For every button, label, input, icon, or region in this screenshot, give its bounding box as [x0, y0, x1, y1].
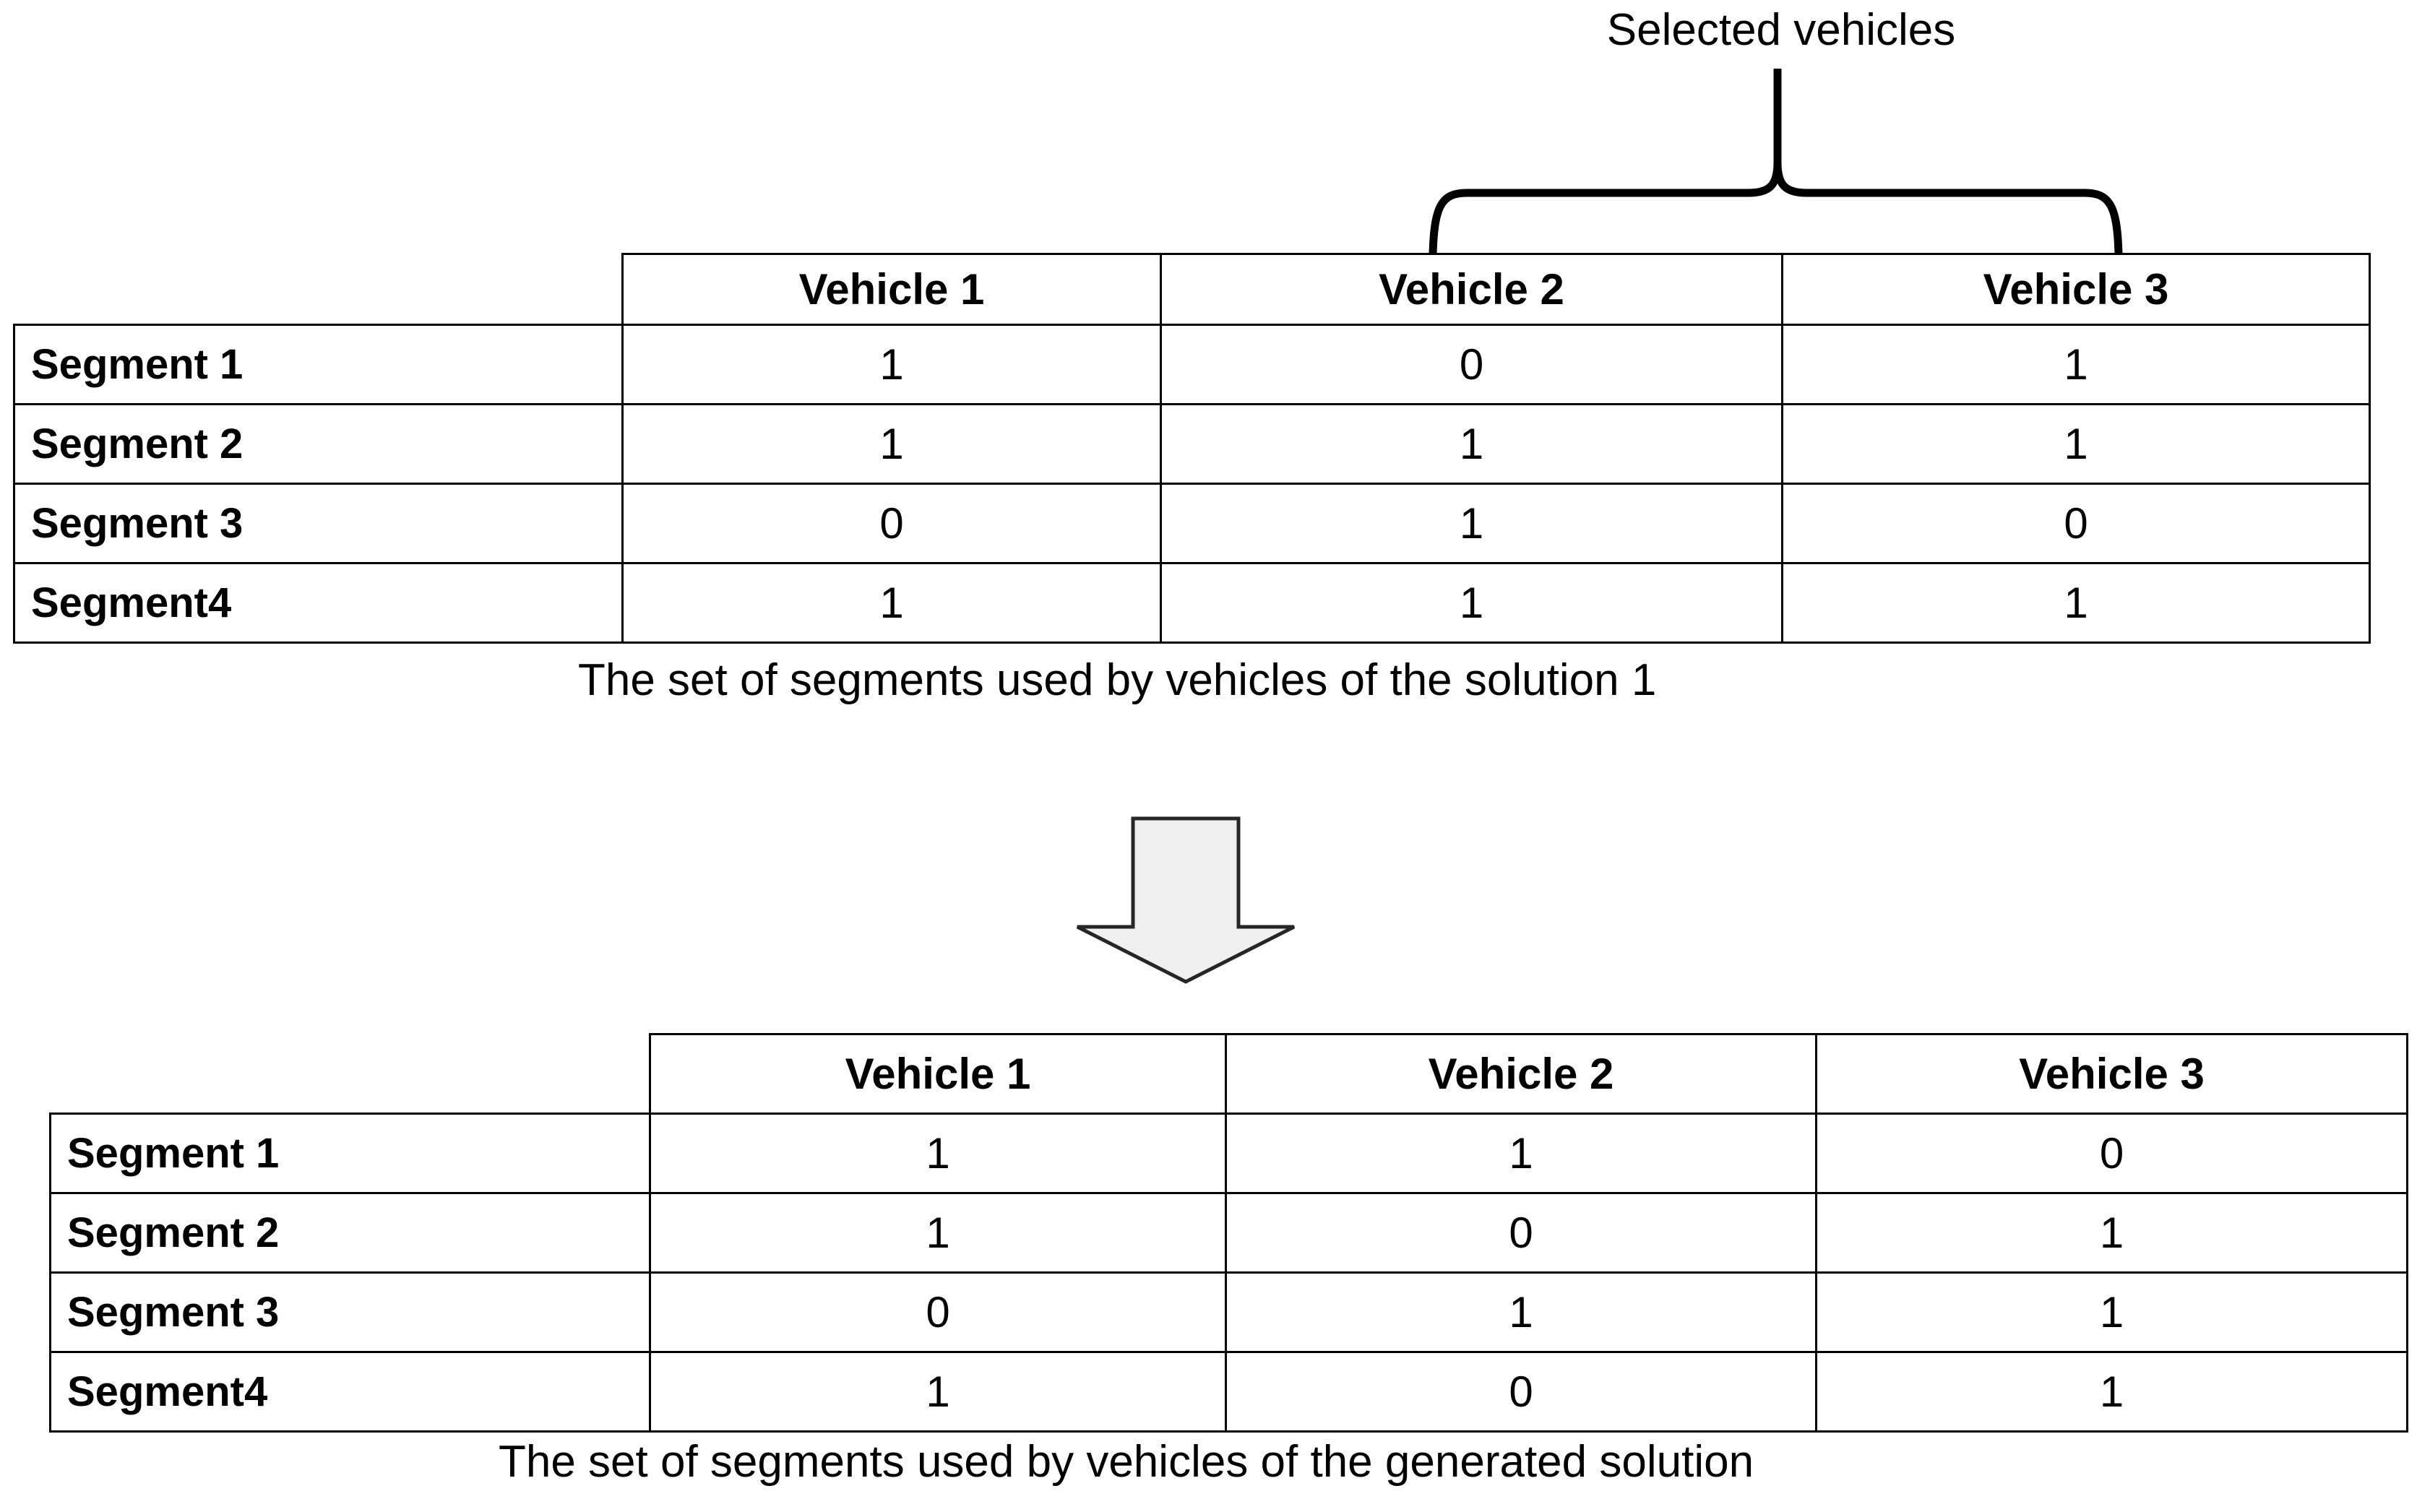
selected-vehicles-label: Selected vehicles: [1606, 5, 1956, 55]
cell-segment2-vehicle1: 1: [649, 1192, 1227, 1274]
cell-segment3-vehicle1: 0: [649, 1271, 1227, 1353]
cell-segment3-vehicle3: 0: [1781, 483, 2371, 564]
table-header-row: Vehicle 1 Vehicle 2 Vehicle 3: [51, 1033, 2408, 1115]
table-row: Segment 2 1 0 1: [49, 1192, 2408, 1274]
row-header-segment-2: Segment 2: [49, 1192, 651, 1274]
cell-segment1-vehicle1: 1: [649, 1113, 1227, 1194]
cell-segment3-vehicle2: 1: [1225, 1271, 1817, 1353]
caption-solution1: The set of segments used by vehicles of …: [578, 655, 1657, 705]
row-header-segment-3: Segment 3: [49, 1271, 651, 1353]
cell-segment1-vehicle2: 0: [1160, 324, 1783, 405]
row-header-segment-2: Segment 2: [13, 403, 624, 485]
table-row: Segment4 1 0 1: [49, 1351, 2408, 1433]
row-header-segment-4: Segment4: [13, 562, 624, 644]
table-row: Segment 2 1 1 1: [13, 403, 2371, 485]
caption-generated: The set of segments used by vehicles of …: [499, 1437, 1754, 1487]
cell-segment4-vehicle2: 0: [1225, 1351, 1817, 1433]
column-header-vehicle-3: Vehicle 3: [1815, 1033, 2408, 1115]
cell-segment4-vehicle3: 1: [1781, 562, 2371, 644]
cell-segment4-vehicle3: 1: [1815, 1351, 2408, 1433]
cell-segment3-vehicle3: 1: [1815, 1271, 2408, 1353]
cell-segment1-vehicle3: 0: [1815, 1113, 2408, 1194]
cell-segment4-vehicle1: 1: [621, 562, 1162, 644]
column-header-vehicle-2: Vehicle 2: [1160, 253, 1783, 326]
column-header-vehicle-2: Vehicle 2: [1225, 1033, 1817, 1115]
segments-matrix-generated: Vehicle 1 Vehicle 2 Vehicle 3 Segment 1 …: [49, 1033, 2408, 1433]
table-header-row: Vehicle 1 Vehicle 2 Vehicle 3: [14, 253, 2371, 326]
column-header-vehicle-1: Vehicle 1: [621, 253, 1162, 326]
table-row: Segment 3 0 1 1: [49, 1271, 2408, 1353]
cell-segment3-vehicle2: 1: [1160, 483, 1783, 564]
curly-brace-down-icon: [1413, 69, 2135, 256]
cell-segment2-vehicle2: 1: [1160, 403, 1783, 485]
corner-cell: [51, 1034, 650, 1114]
row-header-segment-4: Segment4: [49, 1351, 651, 1433]
column-header-vehicle-1: Vehicle 1: [649, 1033, 1227, 1115]
cell-segment4-vehicle2: 1: [1160, 562, 1783, 644]
row-header-segment-3: Segment 3: [13, 483, 624, 564]
row-header-segment-1: Segment 1: [13, 324, 624, 405]
cell-segment2-vehicle3: 1: [1781, 403, 2371, 485]
corner-cell: [14, 254, 623, 325]
column-header-vehicle-3: Vehicle 3: [1781, 253, 2371, 326]
cell-segment1-vehicle3: 1: [1781, 324, 2371, 405]
table-row: Segment 3 0 1 0: [13, 483, 2371, 564]
cell-segment1-vehicle2: 1: [1225, 1113, 1817, 1194]
table-row: Segment 1 1 0 1: [13, 324, 2371, 405]
cell-segment3-vehicle1: 0: [621, 483, 1162, 564]
cell-segment2-vehicle3: 1: [1815, 1192, 2408, 1274]
row-header-segment-1: Segment 1: [49, 1113, 651, 1194]
cell-segment2-vehicle1: 1: [621, 403, 1162, 485]
table-row: Segment4 1 1 1: [13, 562, 2371, 644]
table-row: Segment 1 1 1 0: [49, 1113, 2408, 1194]
cell-segment4-vehicle1: 1: [649, 1351, 1227, 1433]
segments-matrix-solution1: Vehicle 1 Vehicle 2 Vehicle 3 Segment 1 …: [13, 253, 2371, 644]
cell-segment1-vehicle1: 1: [621, 324, 1162, 405]
cell-segment2-vehicle2: 0: [1225, 1192, 1817, 1274]
down-arrow-icon: [1075, 816, 1296, 984]
